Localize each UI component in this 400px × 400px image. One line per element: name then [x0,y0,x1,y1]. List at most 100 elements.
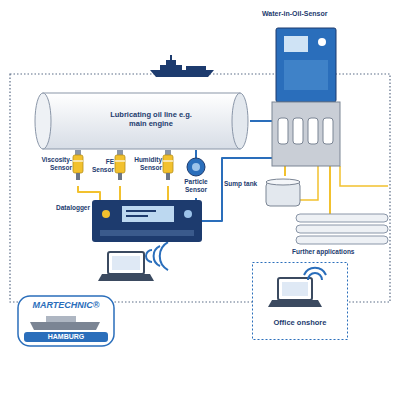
signal-wire [167,186,169,200]
drawing-ellipse [266,179,300,185]
fe-sensor: FE Sensor [90,150,126,186]
node-label: Water-in-Oil-Sensor [262,10,346,18]
datalogger-device: Datalogger [92,200,202,242]
drawing-circle [184,210,192,218]
node-label: Sump tank [224,180,262,188]
drawing-rect [170,55,172,60]
drawing-rect [296,236,388,244]
oil-line [195,150,197,158]
drawing-rect [73,160,83,162]
drawing-rect [282,282,308,296]
drawing-rect [296,225,388,233]
drawing-rect [100,230,194,236]
drawing-rect [163,155,173,173]
ship-silhouette [150,55,214,77]
drawing-rect [284,36,308,52]
drawing-rect [272,102,340,166]
drawing-path [300,166,318,200]
node-label: Lubricating oil line e.g. main engine [105,110,197,128]
drawing-path [268,300,322,307]
drawing-rect [165,150,171,155]
drawing-rect [118,173,122,180]
humidity-sensor: Humidity Sensor [130,150,174,186]
drawing-rect [186,66,206,70]
drawing-ellipse [232,93,248,149]
drawing-rect [24,332,108,342]
shape-art [262,8,346,166]
shape-art [252,262,348,340]
drawing-rect [43,93,240,149]
drawing-rect [308,118,318,144]
signal-wire [284,166,286,176]
company-logo [18,296,114,346]
drawing-rect [323,118,333,144]
drawing-rect [166,173,170,180]
drawing-circle [102,210,110,218]
drawing-path [340,166,388,186]
wifi-symbol [146,242,168,270]
drawing-rect [115,155,125,173]
drawing-rect [126,210,156,212]
drawing-rect [278,278,312,300]
drawing-circle [318,38,326,46]
drawing-path [160,242,168,270]
drawing-path [304,268,326,275]
drawing-rect [160,65,182,70]
drawing-g [304,268,326,280]
drawing-path [150,70,214,77]
sump-tank: Sump tank [224,176,302,210]
node-label: Humidity Sensor [130,156,162,172]
particle-sensor: Particle Sensor [176,158,216,198]
oil-line [202,158,272,221]
sensor-icon [73,150,83,180]
drawing-circle [187,158,205,176]
drawing-path [30,322,100,330]
drawing-rect [163,160,173,162]
drawing-rect [76,173,80,180]
signal-wire [329,166,331,214]
drawing-rect [278,118,288,144]
hull-wires [300,166,388,200]
drawing-rect [253,263,348,340]
drawing-rect [112,256,140,270]
node-label: Further applications [292,248,392,256]
drawing-path [146,250,152,262]
oil-pipe: Lubricating oil line e.g. main engine [35,92,250,150]
drawing-rect [18,296,114,346]
drawing-rect [266,182,300,206]
drawing-ellipse [35,93,51,149]
drawing-rect [117,150,123,155]
office-onshore-box: Office onshore [252,262,348,340]
node-label: Datalogger [50,204,90,212]
further-applications: Further applications [290,214,394,266]
node-label: FE Sensor [90,158,114,174]
sensor-icon [115,150,125,180]
viscosity-sensor: Viscosity-Sensor [34,150,86,186]
node-label: Viscosity-Sensor [34,156,72,172]
node-label: Particle Sensor [176,178,216,194]
drawing-rect [92,200,202,242]
node-label: Office onshore [252,318,348,327]
drawing-rect [46,316,76,322]
drawing-rect [122,206,174,222]
drawing-rect [284,60,328,90]
drawing-rect [276,28,336,102]
signal-wire [78,186,100,200]
drawing-rect [126,215,148,217]
drawing-path [98,274,154,281]
shape-art [92,200,202,242]
drawing-rect [108,252,144,274]
drawing-circle [192,163,200,171]
drawing-rect [73,155,83,173]
drawing-rect [75,150,81,155]
drawing-path [308,273,322,280]
sensor-icon [163,150,173,180]
oil-line [250,120,272,122]
drawing-rect [115,160,125,162]
water-in-oil-cabinet: Water-in-Oil-Sensor [262,8,346,166]
drawing-rect [166,60,176,65]
drawing-rect [296,214,388,222]
oil-line [195,198,197,200]
logo-text: HAMBURG [24,333,108,341]
